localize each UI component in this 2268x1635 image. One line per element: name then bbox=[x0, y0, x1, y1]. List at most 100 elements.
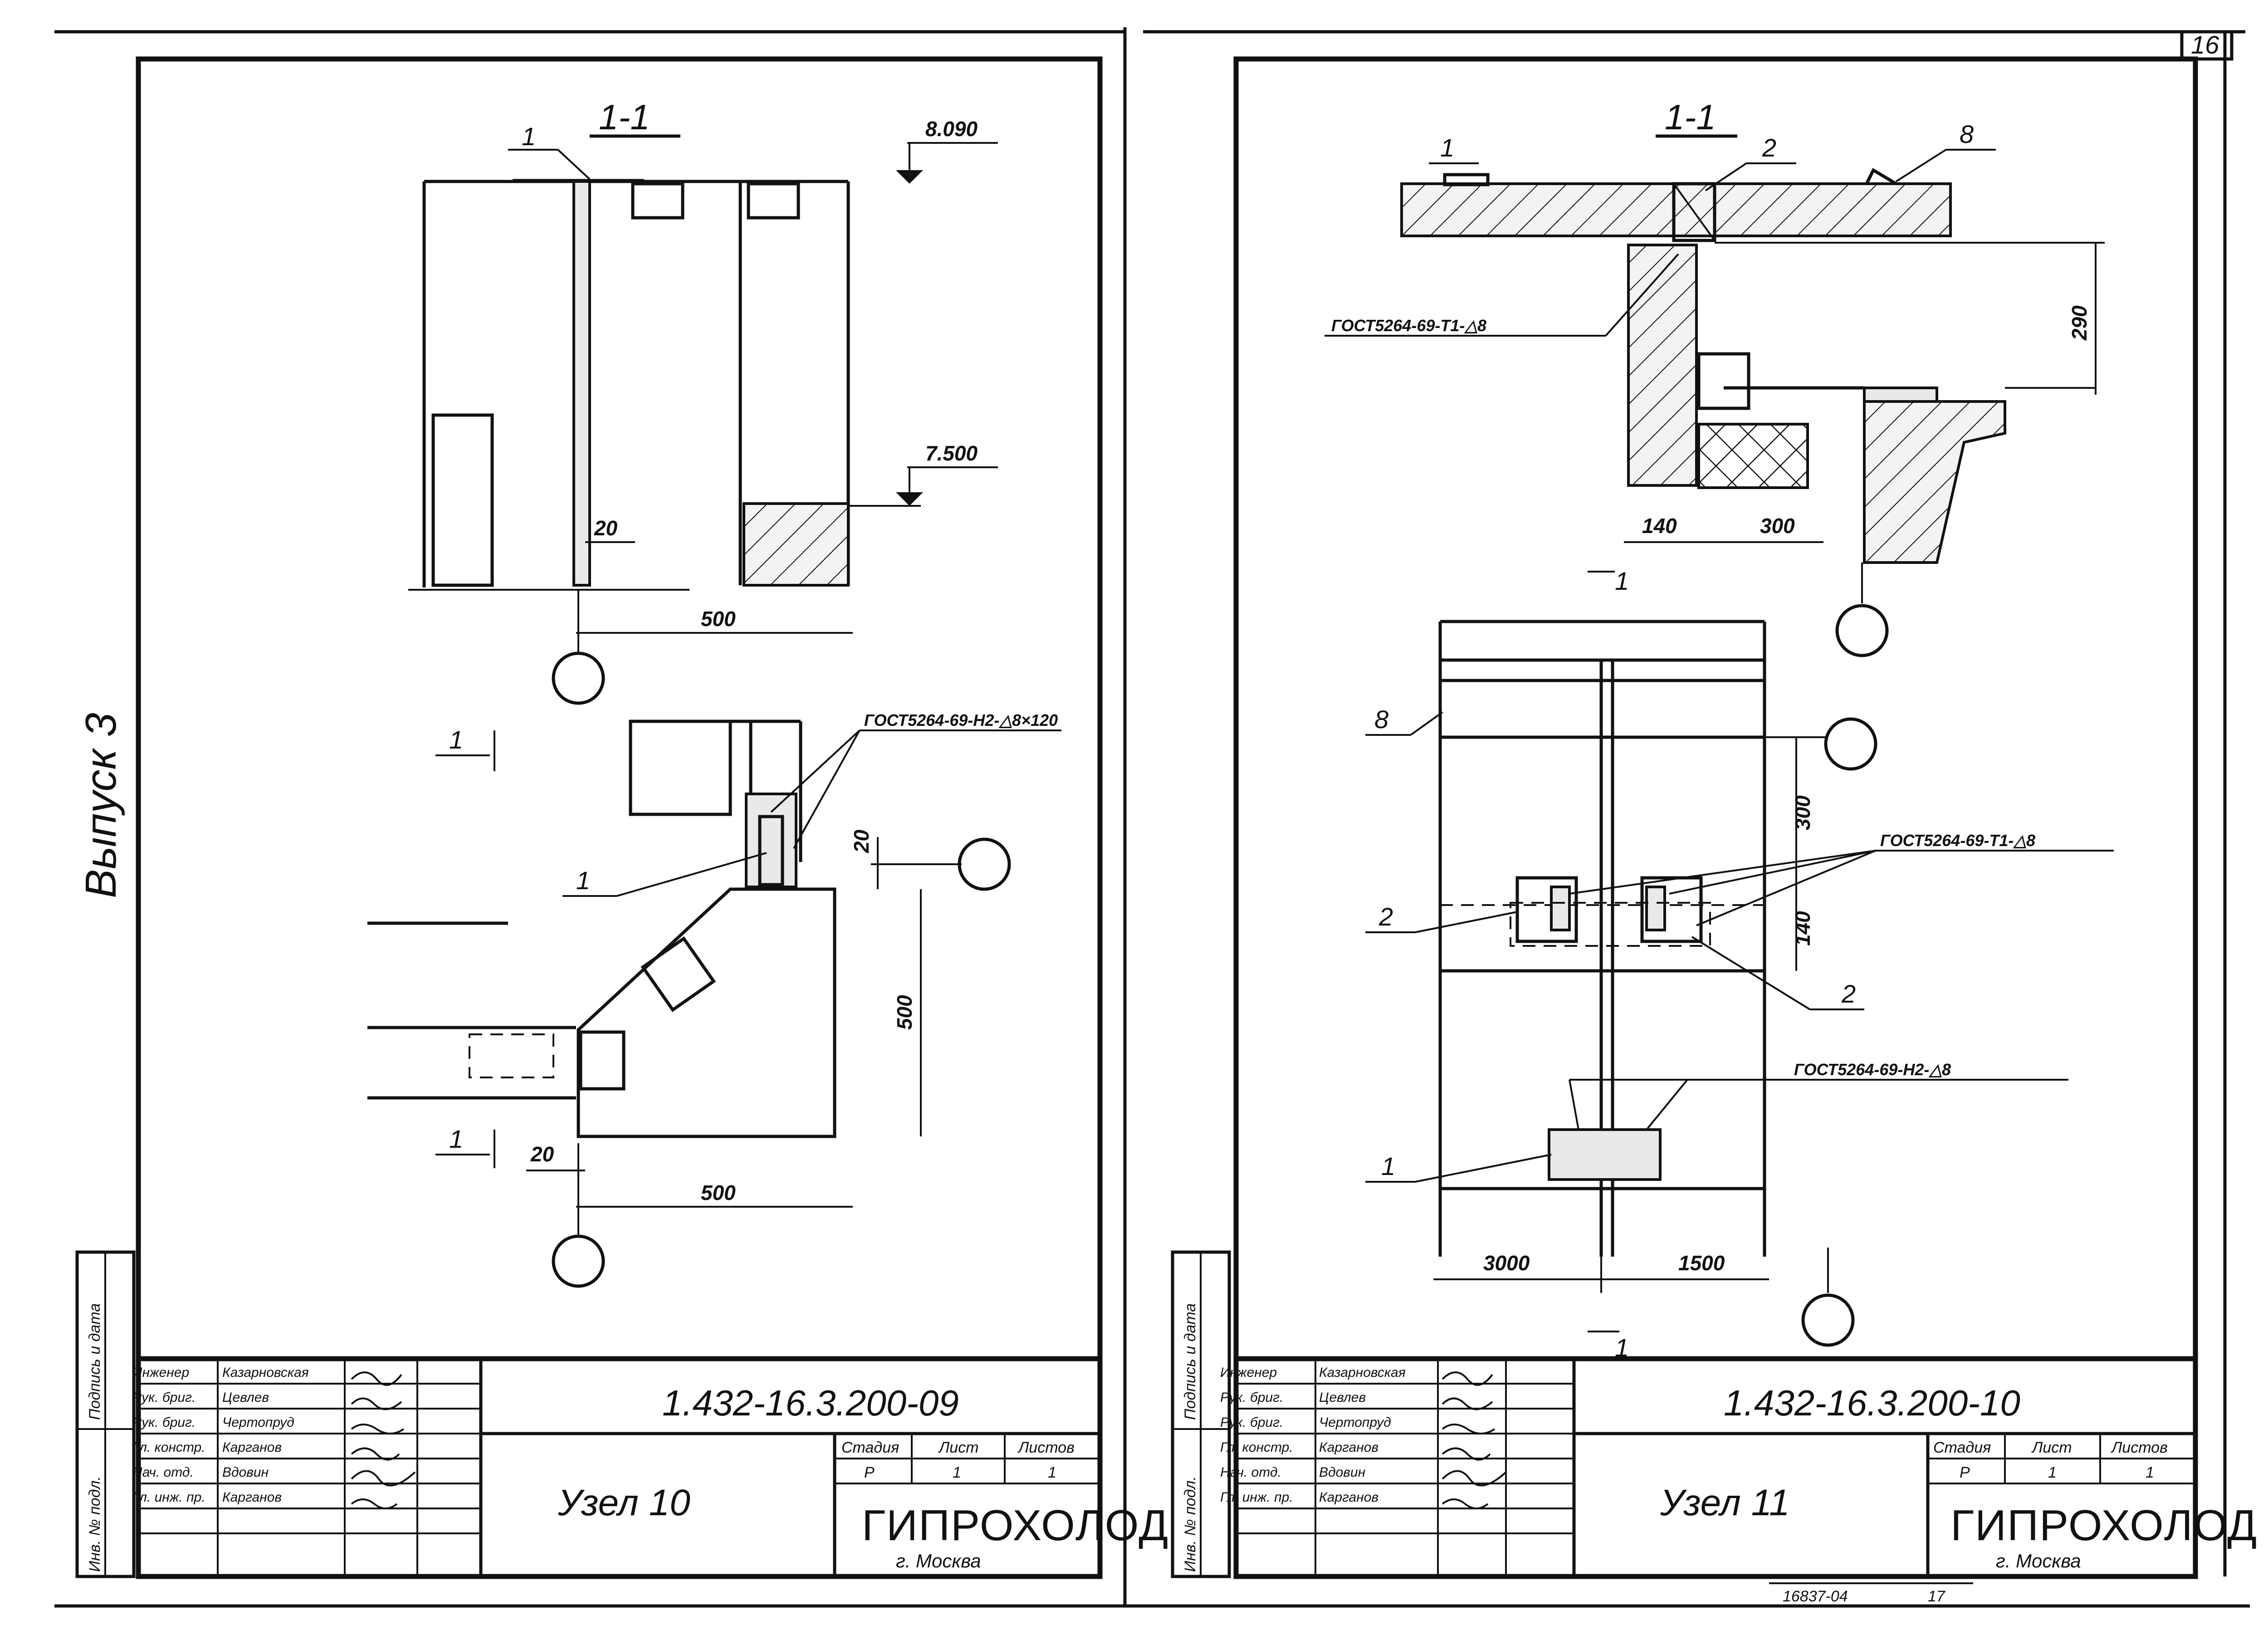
role-r4: Гл. констр. bbox=[1220, 1440, 1293, 1455]
dim-140-vert: 140 bbox=[1791, 911, 1814, 946]
name-4: Карганов bbox=[222, 1440, 282, 1455]
callout-1-section-right: 1 bbox=[1615, 567, 1629, 595]
sheet-header-right: Лист bbox=[2031, 1439, 2072, 1456]
section-title: 1-1 bbox=[599, 97, 650, 137]
sheets-header: Листов bbox=[1017, 1439, 1075, 1456]
plan-plate-hidden bbox=[469, 1033, 554, 1078]
plan-r-plate-left bbox=[1515, 876, 1578, 943]
margin-inventory-label: Инв. № подл. bbox=[86, 1476, 103, 1572]
plan-weld-plate bbox=[745, 793, 797, 888]
axis-marker-r1 bbox=[1835, 604, 1889, 657]
name-6: Карганов bbox=[222, 1490, 282, 1505]
plan-column-a bbox=[629, 720, 732, 816]
dim-500-upper: 500 bbox=[701, 607, 736, 631]
dim-20-vert: 20 bbox=[850, 829, 873, 853]
callout-1-section-bottom: 1 bbox=[449, 1125, 463, 1153]
door-opening bbox=[431, 413, 494, 587]
callout-8-right-top: 8 bbox=[1960, 120, 1974, 148]
role-4: Гл. констр. bbox=[132, 1440, 205, 1455]
section-title-right: 1-1 bbox=[1665, 97, 1716, 137]
roof-slab bbox=[1400, 182, 1952, 237]
plan-plate-end bbox=[579, 1030, 626, 1091]
drawing-title-right: Узел 11 bbox=[1660, 1482, 1790, 1523]
stage-value: Р bbox=[864, 1464, 875, 1481]
dim-500-vert: 500 bbox=[893, 995, 916, 1030]
dim-300-vert: 300 bbox=[1791, 795, 1814, 830]
insulation-block bbox=[1697, 423, 1809, 489]
axis-marker-3 bbox=[552, 1234, 605, 1288]
name-r5: Вдовин bbox=[1319, 1465, 1365, 1480]
wall-insulation-strip bbox=[572, 180, 591, 587]
archive-number: 16837-04 bbox=[1783, 1588, 1848, 1605]
weld-leader-a bbox=[770, 729, 860, 813]
role-r6: Гл. инж. пр. bbox=[1220, 1490, 1293, 1505]
role-1: Инженер bbox=[132, 1365, 189, 1380]
name-2: Цевлев bbox=[222, 1390, 269, 1405]
axis-marker-r3 bbox=[1801, 1293, 1855, 1347]
sheet-header: Лист bbox=[938, 1439, 979, 1456]
callout-1-plan-leader bbox=[616, 852, 767, 897]
drawing-title: Узел 10 bbox=[557, 1482, 690, 1523]
plan-weld-core bbox=[758, 815, 784, 886]
bottom-page-number: 17 bbox=[1928, 1588, 1945, 1605]
margin-signature-label-right: Подпись и дата bbox=[1182, 1303, 1199, 1420]
name-1: Казарновская bbox=[222, 1365, 309, 1380]
sheet-right-frame bbox=[1233, 56, 2198, 1579]
weld-note-1: ГОСТ5264-69-Т1-△8 bbox=[1331, 316, 1486, 335]
drawing-code-right: 1.432-16.3.200-10 bbox=[1724, 1383, 2020, 1423]
sheets-header-right: Листов bbox=[2111, 1439, 2168, 1456]
embedded-plate-b bbox=[747, 182, 800, 220]
axis-marker-1 bbox=[552, 651, 605, 705]
sheet-value: 1 bbox=[953, 1464, 961, 1481]
sheet-left-frame bbox=[136, 56, 1103, 1579]
page-number-box bbox=[2180, 30, 2234, 61]
org-city: г. Москва bbox=[896, 1550, 981, 1571]
weld-note-2: ГОСТ5264-69-Т1-△8 bbox=[1880, 831, 2035, 850]
beam-section bbox=[1863, 400, 2006, 564]
page-number: 16 bbox=[2191, 30, 2219, 59]
elevation-top-marker bbox=[896, 170, 923, 184]
org-name: ГИПРОХОЛОД bbox=[862, 1501, 1169, 1550]
dim-140-top: 140 bbox=[1642, 514, 1677, 538]
callout-2-plan-left: 2 bbox=[1378, 902, 1393, 931]
callout-1-plan: 1 bbox=[576, 866, 590, 895]
org-city-right: г. Москва bbox=[1996, 1550, 2081, 1571]
title-block-left: Инженер Рук. бриг. Рук. бриг. Гл. констр… bbox=[132, 1356, 1169, 1579]
callout-2-plan-right: 2 bbox=[1841, 979, 1856, 1008]
plan-r-lower-plate bbox=[1548, 1128, 1662, 1181]
margin-signature-label: Подпись и дата bbox=[86, 1303, 103, 1420]
elevation-top: 8.090 bbox=[925, 117, 978, 141]
title-block-frame-right bbox=[1233, 1356, 2198, 1579]
dim-500-horiz: 500 bbox=[701, 1181, 736, 1204]
plan-plate-diagonal bbox=[640, 936, 716, 1012]
dim-20-horiz: 20 bbox=[530, 1142, 554, 1166]
plate-1 bbox=[1443, 173, 1490, 186]
role-2: Рук. бриг. bbox=[132, 1390, 196, 1405]
role-3: Рук. бриг. bbox=[132, 1415, 196, 1430]
anchor-plate bbox=[1697, 352, 1750, 410]
weld-leader-b bbox=[793, 730, 860, 849]
callout-8-plan: 8 bbox=[1374, 705, 1388, 734]
name-5: Вдовин bbox=[222, 1465, 269, 1480]
margin-inventory-label-right: Инв. № подл. bbox=[1182, 1476, 1199, 1572]
stage-header: Стадия bbox=[841, 1439, 899, 1456]
name-r4: Карганов bbox=[1319, 1440, 1378, 1455]
title-block-right: Инженер Рук. бриг. Рук. бриг. Гл. констр… bbox=[1220, 1356, 2258, 1579]
name-3: Чертопруд bbox=[222, 1415, 294, 1430]
title-block-frame bbox=[136, 1356, 1103, 1579]
sheet-left: Выпуск 3 1-1 8.090 7.500 20 500 bbox=[75, 56, 1169, 1579]
callout-1-right-top: 1 bbox=[1440, 133, 1454, 162]
signatures bbox=[351, 1371, 416, 1509]
drawing-code: 1.432-16.3.200-09 bbox=[662, 1383, 959, 1423]
concrete-bracket bbox=[743, 502, 850, 587]
signatures-right bbox=[1442, 1371, 1507, 1509]
angle-8 bbox=[1865, 168, 1897, 186]
plan-corner-block bbox=[577, 887, 836, 1138]
axis-marker-2 bbox=[958, 837, 1011, 891]
org-name-right: ГИПРОХОЛОД bbox=[1950, 1501, 2258, 1550]
axis-marker-r2 bbox=[1824, 717, 1877, 771]
weld-note: ГОСТ5264-69-Н2-△8×120 bbox=[864, 711, 1058, 729]
callout-1-upper: 1 bbox=[522, 122, 536, 151]
support-pad bbox=[1863, 387, 1938, 403]
